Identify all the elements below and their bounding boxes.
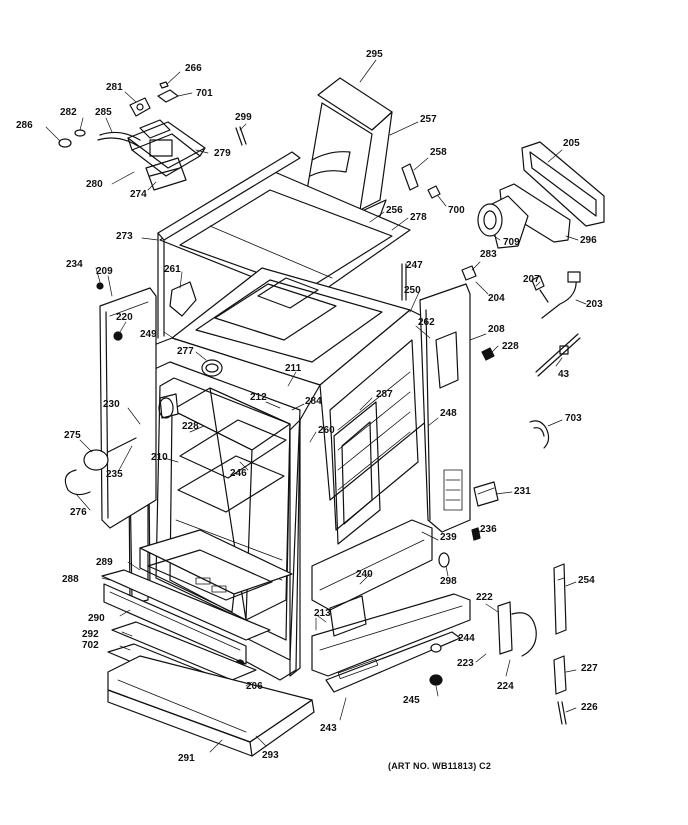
callout-228a: 228: [502, 341, 519, 352]
callout-231: 231: [514, 486, 531, 497]
callout-206: 206: [246, 681, 263, 692]
callout-205: 205: [563, 138, 580, 149]
callout-235: 235: [106, 469, 123, 480]
callout-702: 702: [82, 640, 99, 651]
igniter-parts-drawing: [64, 407, 141, 511]
callout-240: 240: [356, 569, 373, 580]
callout-211: 211: [285, 363, 302, 374]
callout-208: 208: [488, 324, 505, 335]
callout-228b: 228: [182, 421, 199, 432]
callout-287: 287: [376, 389, 393, 400]
callout-703: 703: [565, 413, 582, 424]
callout-279: 279: [214, 148, 231, 159]
rod-drawing: [235, 123, 247, 146]
callout-239: 239: [440, 532, 457, 543]
leaders-top-left: [45, 71, 209, 191]
callout-284: 284: [305, 396, 322, 407]
callout-212: 212: [250, 392, 267, 403]
callout-296: 296: [580, 235, 597, 246]
callout-285: 285: [95, 107, 112, 118]
callout-227: 227: [581, 663, 598, 674]
callout-226: 226: [581, 702, 598, 713]
callout-276: 276: [70, 507, 87, 518]
callout-234: 234: [66, 259, 83, 270]
callout-210: 210: [151, 452, 168, 463]
callout-250: 250: [404, 285, 421, 296]
callout-295: 295: [366, 49, 383, 60]
callout-245: 245: [403, 695, 420, 706]
callout-249: 249: [140, 329, 157, 340]
right-side-panel-drawing: [401, 263, 487, 533]
callout-209: 209: [96, 266, 113, 277]
callout-266: 266: [185, 63, 202, 74]
small-parts-right-drawing: [461, 261, 587, 449]
callout-701: 701: [196, 88, 213, 99]
flue-duct-drawing: [299, 59, 419, 227]
callout-278: 278: [410, 212, 427, 223]
callout-204: 204: [488, 293, 505, 304]
callout-247: 247: [406, 260, 423, 271]
callout-282: 282: [60, 107, 77, 118]
callout-43: 43: [558, 369, 570, 380]
callout-244: 244: [458, 633, 475, 644]
callout-254: 254: [578, 575, 595, 586]
art-number-caption: (ART NO. WB11813) C2: [388, 761, 492, 771]
callout-256: 256: [386, 205, 403, 216]
callout-262: 262: [418, 317, 435, 328]
callout-292: 292: [82, 629, 99, 640]
callout-246: 246: [230, 468, 247, 479]
callout-293: 293: [262, 750, 279, 761]
callout-288: 288: [62, 574, 79, 585]
callout-260: 260: [318, 425, 335, 436]
callout-220: 220: [116, 312, 133, 323]
callout-291: 291: [178, 753, 195, 764]
bottom-burner-drawing: [311, 593, 471, 721]
callout-248: 248: [440, 408, 457, 419]
callout-236: 236: [480, 524, 497, 535]
callout-283: 283: [480, 249, 497, 260]
callout-273: 273: [116, 231, 133, 242]
callout-224: 224: [497, 681, 514, 692]
base-frame-drawing: [107, 655, 315, 757]
callout-230: 230: [103, 399, 120, 410]
lower-right-parts-drawing: [311, 481, 513, 611]
callout-257: 257: [420, 114, 437, 125]
callout-258: 258: [430, 147, 447, 158]
hinge-parts-drawing: [475, 563, 577, 725]
callout-280: 280: [86, 179, 103, 190]
callout-289: 289: [96, 557, 113, 568]
callout-275: 275: [64, 430, 81, 441]
callout-207: 207: [523, 274, 540, 285]
callout-261: 261: [164, 264, 181, 275]
callout-274: 274: [130, 189, 147, 200]
callout-290: 290: [88, 613, 105, 624]
callout-700: 700: [448, 205, 465, 216]
callout-281: 281: [106, 82, 123, 93]
valve-assembly-drawing: [58, 81, 206, 191]
rear-panel-drawing: [401, 141, 605, 249]
callout-298: 298: [440, 576, 457, 587]
callout-277: 277: [177, 346, 194, 357]
callout-223: 223: [457, 658, 474, 669]
leaders-center: [163, 271, 373, 623]
callout-286: 286: [16, 120, 33, 131]
left-side-panel-drawing: [95, 267, 157, 529]
callout-203: 203: [586, 299, 603, 310]
callout-243: 243: [320, 723, 337, 734]
callout-709: 709: [503, 237, 520, 248]
callout-222: 222: [476, 592, 493, 603]
callout-299: 299: [235, 112, 252, 123]
callout-213: 213: [314, 608, 331, 619]
